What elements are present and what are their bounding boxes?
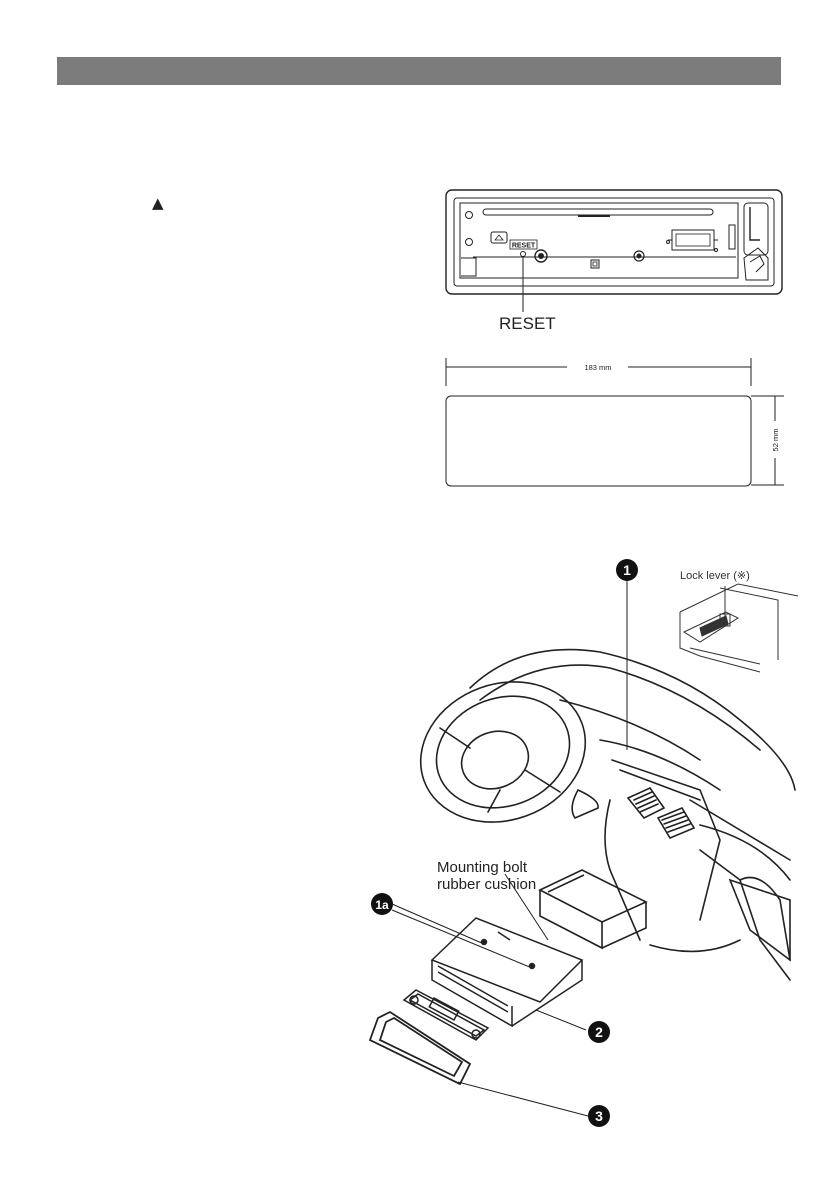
cushion-label-line2: rubber cushion <box>437 876 536 893</box>
callout-3: 3 <box>588 1105 610 1127</box>
width-dimension-label: 183 mm <box>584 363 611 372</box>
svg-text:3: 3 <box>595 1108 603 1124</box>
face-plate-drawing <box>402 989 490 1041</box>
callout-leaders <box>391 580 628 1117</box>
trim-ring-drawing <box>368 1010 472 1086</box>
mounting-sleeve-drawing <box>538 869 648 950</box>
reset-callout-label: RESET <box>499 314 556 333</box>
cushion-label-line1: Mounting bolt <box>437 859 528 876</box>
lock-lever-label: Lock lever (※) <box>680 570 750 582</box>
eject-icon: ▲ <box>152 194 164 212</box>
dashboard-drawing <box>419 648 796 981</box>
height-dimension-label: 52 mm <box>771 429 780 452</box>
front-panel-figure <box>445 189 783 295</box>
dimension-figure <box>445 358 784 487</box>
lock-lever-inset <box>679 583 799 673</box>
section-header-bar <box>57 57 781 85</box>
callout-1: 1 <box>616 559 638 581</box>
reset-tag-box <box>509 239 538 250</box>
radio-unit-drawing <box>430 917 584 1028</box>
reset-tag: RESET <box>512 243 536 250</box>
svg-text:1: 1 <box>623 562 631 578</box>
svg-text:2: 2 <box>595 1024 603 1040</box>
callout-1a: 1a <box>371 893 393 915</box>
svg-text:1a: 1a <box>375 898 389 912</box>
callout-2: 2 <box>588 1021 610 1043</box>
